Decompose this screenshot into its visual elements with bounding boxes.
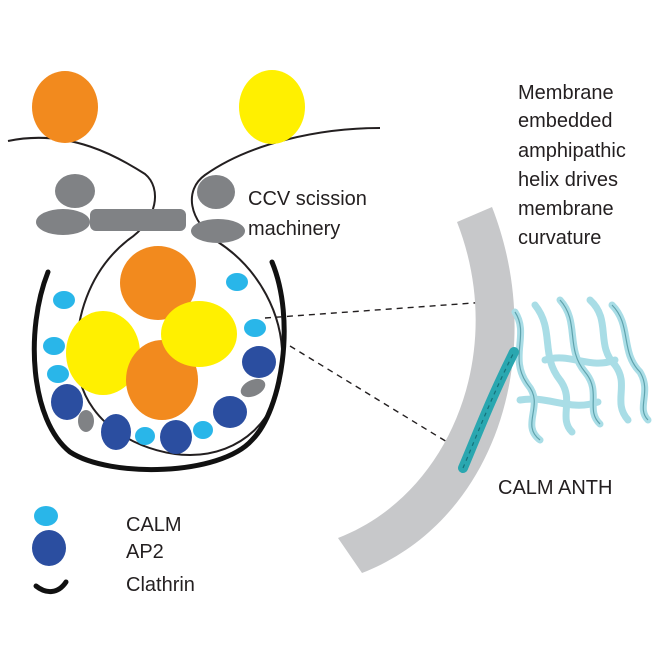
scission-label-line-1: CCV scission	[248, 188, 367, 210]
grey-adaptor	[78, 410, 94, 432]
legend-ap2-label: AP2	[126, 541, 164, 563]
cargo-yellow-top	[239, 70, 305, 144]
legend-calm-label: CALM	[126, 514, 182, 536]
annotation-line-3: amphipathic	[518, 140, 626, 162]
annotation-line-5: membrane	[518, 198, 614, 220]
legend: CALM AP2 Clathrin	[32, 506, 195, 596]
calm-anth-structure	[458, 296, 652, 473]
annotation-line-2: embedded	[518, 110, 613, 132]
plasma-membrane	[7, 127, 381, 457]
scission-machinery	[36, 174, 245, 243]
clathrin-coat	[31, 259, 287, 472]
annotation-line-1: Membrane	[518, 82, 614, 104]
annotation-line-4: helix drives	[518, 169, 618, 191]
legend-calm-swatch	[34, 506, 58, 526]
legend-ap2-swatch	[32, 530, 66, 566]
annotation-line-6: curvature	[518, 227, 601, 249]
membrane-band	[338, 207, 515, 573]
zoom-line	[289, 345, 471, 457]
grey-adaptor	[240, 378, 266, 398]
protein-label: CALM ANTH	[498, 477, 612, 499]
calm-proteins	[43, 273, 266, 445]
vesicle-cargo	[66, 246, 237, 420]
legend-clathrin-label: Clathrin	[126, 574, 195, 596]
scission-label-line-2: machinery	[248, 218, 340, 240]
cargo-orange-top	[32, 71, 98, 143]
legend-clathrin-swatch	[33, 579, 69, 594]
zoom-line	[264, 299, 516, 319]
ap2-proteins	[51, 346, 276, 454]
